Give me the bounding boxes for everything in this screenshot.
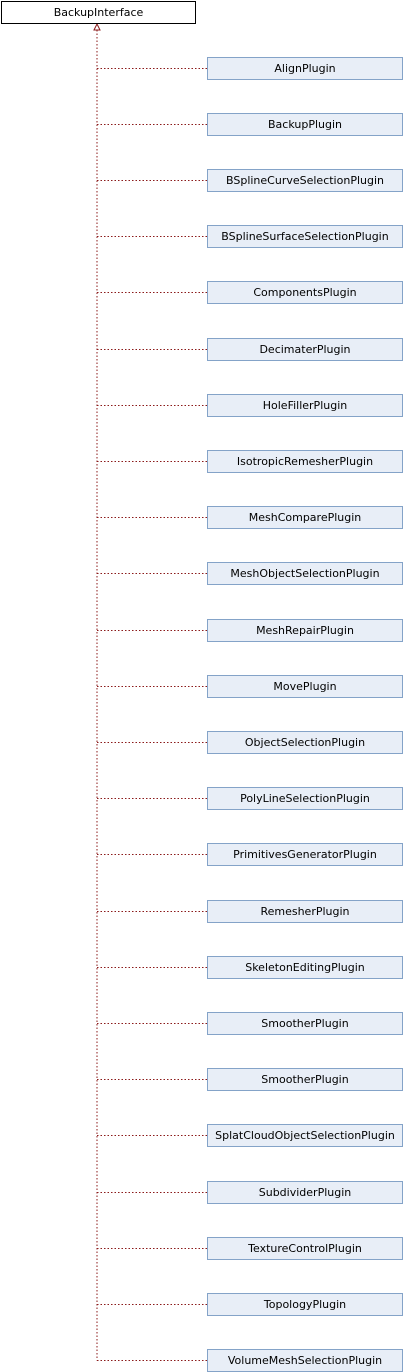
derived-class-node[interactable]: IsotropicRemesherPlugin (207, 450, 403, 473)
derived-class-node[interactable]: MeshObjectSelectionPlugin (207, 562, 403, 585)
derived-class-node[interactable]: ComponentsPlugin (207, 281, 403, 304)
derived-class-node[interactable]: BSplineCurveSelectionPlugin (207, 169, 403, 192)
derived-class-node[interactable]: HoleFillerPlugin (207, 394, 403, 417)
derived-class-node[interactable]: PrimitivesGeneratorPlugin (207, 843, 403, 866)
derived-class-node[interactable]: MeshRepairPlugin (207, 619, 403, 642)
derived-class-node[interactable]: ObjectSelectionPlugin (207, 731, 403, 754)
derived-class-node[interactable]: SubdividerPlugin (207, 1181, 403, 1204)
derived-class-node[interactable]: MeshComparePlugin (207, 506, 403, 529)
derived-class-node[interactable]: MovePlugin (207, 675, 403, 698)
derived-class-node[interactable]: BackupPlugin (207, 113, 403, 136)
derived-class-node[interactable]: DecimaterPlugin (207, 338, 403, 361)
derived-class-node[interactable]: SplatCloudObjectSelectionPlugin (207, 1124, 403, 1147)
derived-class-node[interactable]: TopologyPlugin (207, 1293, 403, 1316)
derived-class-node[interactable]: RemesherPlugin (207, 900, 403, 923)
base-class-node[interactable]: BackupInterface (1, 1, 196, 24)
derived-class-node[interactable]: SmootherPlugin (207, 1012, 403, 1035)
derived-class-node[interactable]: AlignPlugin (207, 57, 403, 80)
derived-class-node[interactable]: VolumeMeshSelectionPlugin (207, 1349, 403, 1372)
inheritance-arrowhead (93, 22, 101, 31)
derived-class-node[interactable]: PolyLineSelectionPlugin (207, 787, 403, 810)
derived-class-node[interactable]: BSplineSurfaceSelectionPlugin (207, 225, 403, 248)
derived-class-node[interactable]: TextureControlPlugin (207, 1237, 403, 1260)
derived-class-node[interactable]: SkeletonEditingPlugin (207, 956, 403, 979)
derived-class-node[interactable]: SmootherPlugin (207, 1068, 403, 1091)
